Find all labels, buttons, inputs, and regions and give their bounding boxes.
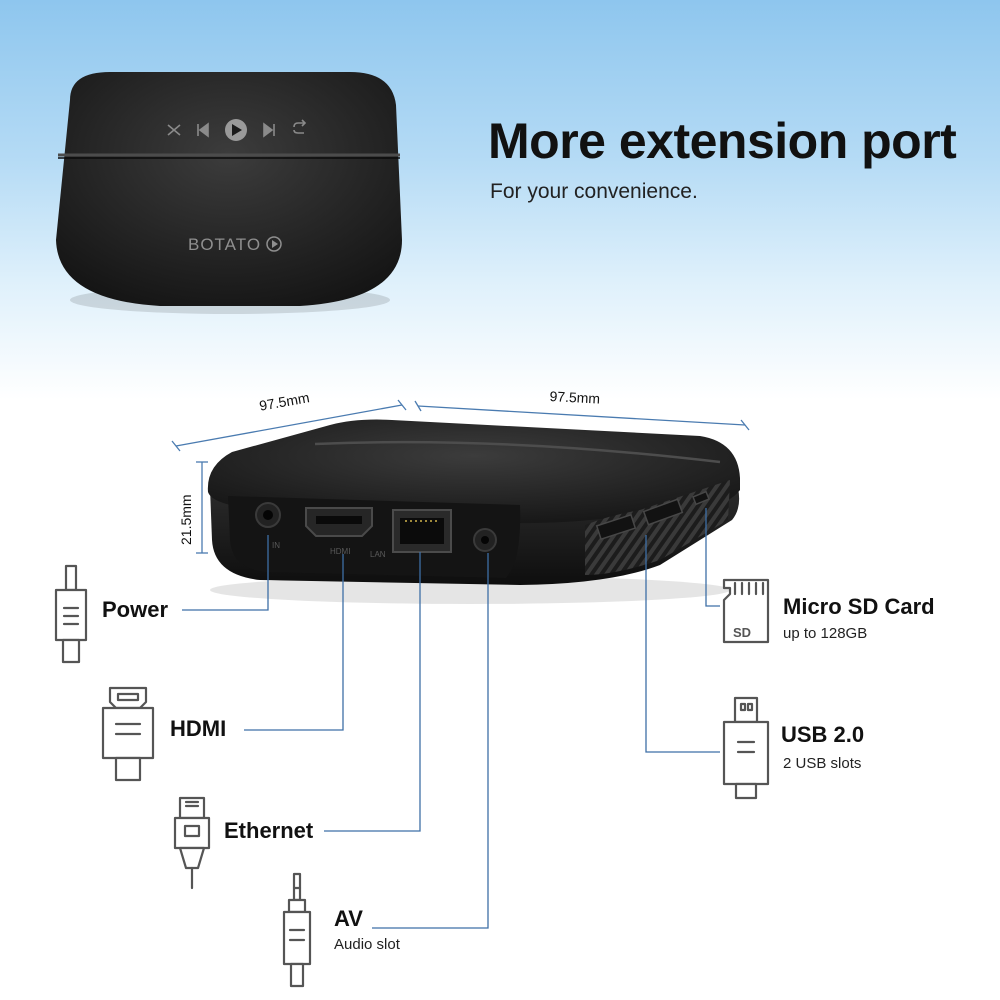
printed-hdmi: HDMI	[330, 547, 350, 556]
next-icon	[263, 122, 275, 138]
micro-sd-card-icon	[722, 578, 770, 644]
dimension-depth-label: 97.5mm	[549, 388, 601, 407]
usb-label: USB 2.0	[781, 722, 865, 747]
power-plug-icon	[54, 564, 88, 664]
usb-plug-icon	[722, 696, 770, 800]
sd-icon-text: SD	[733, 625, 751, 640]
hdmi-plug-icon	[101, 686, 155, 782]
dimension-height-label: 21.5mm	[178, 494, 194, 545]
usb-desc: 2 USB slots	[783, 755, 862, 772]
ethernet-label: Ethernet	[224, 818, 314, 843]
audio-jack-icon	[282, 872, 312, 988]
device-top-view: BOTATO	[56, 72, 402, 314]
power-label: Power	[102, 597, 169, 622]
callout-lines	[182, 508, 720, 929]
page-subtitle: For your convenience.	[490, 180, 698, 203]
device-port-view: IN HDMI LAN	[207, 419, 740, 604]
hdmi-label: HDMI	[170, 716, 227, 741]
printed-in: IN	[272, 541, 280, 550]
av-desc: Audio slot	[334, 936, 400, 953]
microsd-label: Micro SD Card	[783, 594, 935, 619]
play-icon	[225, 119, 247, 141]
ethernet-plug-icon	[173, 796, 211, 890]
av-label: AV	[334, 906, 363, 931]
page-title: More extension port	[488, 113, 957, 169]
previous-icon	[197, 122, 209, 138]
printed-lan: LAN	[370, 550, 386, 559]
brand-logo: BOTATO	[188, 235, 261, 254]
dimension-lines	[171, 399, 750, 554]
repeat-icon	[293, 119, 307, 134]
microsd-desc: up to 128GB	[783, 625, 868, 642]
media-control-icons	[167, 119, 307, 141]
shuffle-icon	[167, 124, 181, 136]
